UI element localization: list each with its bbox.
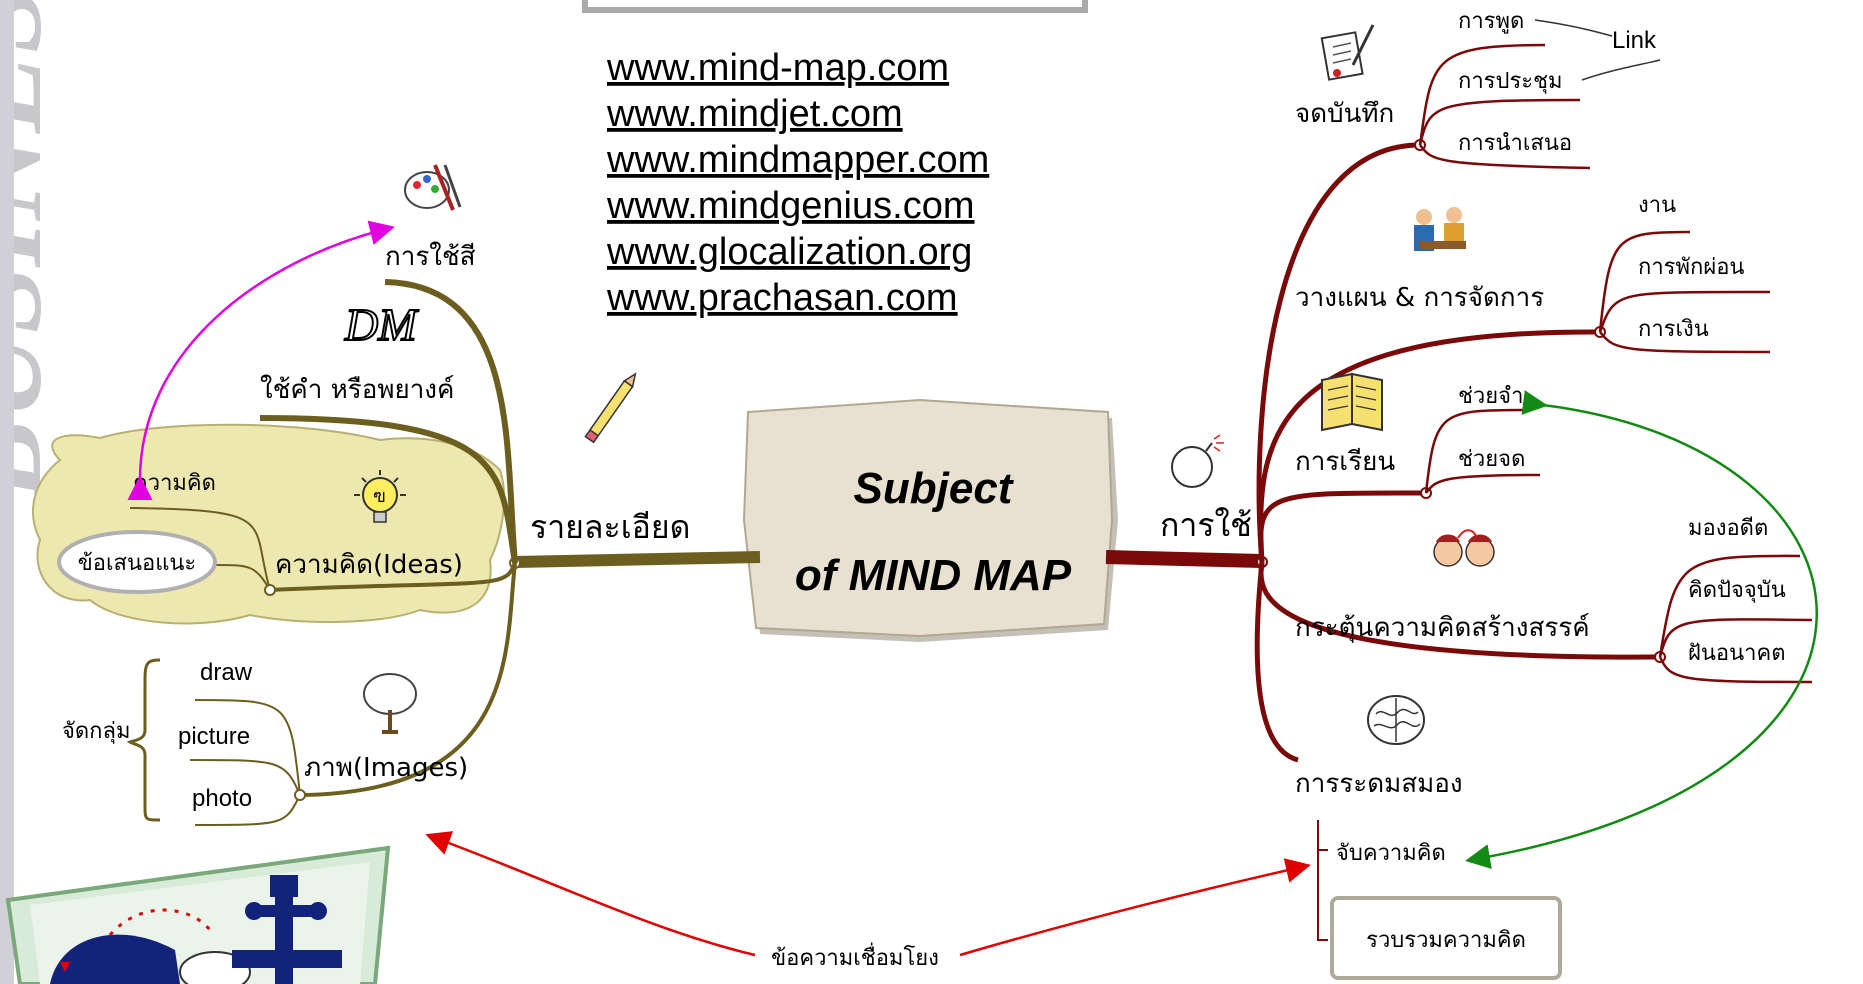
notes-label[interactable]: จดบันทึก bbox=[1295, 99, 1394, 129]
notes-item-label[interactable]: การพูด bbox=[1458, 9, 1524, 34]
palette-icon bbox=[404, 164, 462, 211]
brainstorm-item-label[interactable]: จับความคิด bbox=[1336, 841, 1446, 866]
learn-label[interactable]: การเรียน bbox=[1295, 447, 1395, 477]
plan-item-label[interactable]: การพักผ่อน bbox=[1638, 255, 1744, 280]
link-label[interactable]: Link bbox=[1612, 27, 1657, 54]
learn-item-label[interactable]: ช่วยจด bbox=[1458, 447, 1525, 472]
link-connector bbox=[1581, 59, 1661, 81]
bottom-connector: ข้อความเชื่อมโยง bbox=[425, 831, 1311, 971]
suggestion-label[interactable]: ข้อเสนอแนะ bbox=[78, 551, 197, 576]
plan-item-label[interactable]: งาน bbox=[1638, 193, 1676, 218]
plan-item-label[interactable]: การเงิน bbox=[1638, 317, 1709, 342]
url-link[interactable]: www.prachasan.com bbox=[606, 277, 958, 319]
red-link-arrow bbox=[959, 858, 1311, 957]
green-link-arrow bbox=[1465, 390, 1818, 869]
link-text-label[interactable]: ข้อความเชื่อมโยง bbox=[771, 942, 939, 971]
usage-label[interactable]: การใช้ bbox=[1160, 506, 1252, 544]
top-box bbox=[582, 0, 1088, 13]
brain-icon bbox=[1367, 695, 1425, 745]
left-edge-bar bbox=[0, 0, 14, 984]
creative-label[interactable]: กระตุ้นความคิดสร้างสรรค์ bbox=[1295, 613, 1590, 643]
collect-ideas-box bbox=[1330, 896, 1562, 980]
bomb-icon bbox=[1171, 434, 1224, 488]
idea-sub-label[interactable]: ความคิด bbox=[133, 471, 216, 496]
creative-item-label[interactable]: ฝันอนาคต bbox=[1688, 641, 1786, 666]
center-title-line1: Subject bbox=[854, 464, 1015, 513]
right-branch: การใช้ จดบันทึก การพูด การประชุม การนำเส… bbox=[1105, 9, 1818, 980]
clipart-illustration bbox=[5, 845, 391, 984]
images-label[interactable]: ภาพ(Images) bbox=[304, 753, 468, 783]
picture-label[interactable]: picture bbox=[178, 723, 250, 750]
left-branch: รายละเอียด การใช้สี ใช้คำ หรือพยางค์ ควา… bbox=[5, 164, 761, 984]
creative-item-label[interactable]: มองอดีต bbox=[1688, 516, 1768, 541]
brainstorm-label[interactable]: การระดมสมอง bbox=[1295, 769, 1463, 799]
dm-logo-icon: DM bbox=[343, 298, 420, 351]
url-list: www.mind-map.com www.mindjet.com www.min… bbox=[606, 47, 989, 319]
detail-label[interactable]: รายละเอียด bbox=[530, 508, 690, 546]
plan-label[interactable]: วางแผน & การจัดการ bbox=[1295, 283, 1544, 313]
notepad-icon bbox=[1320, 24, 1375, 81]
url-link[interactable]: www.mindgenius.com bbox=[606, 185, 974, 227]
svg-text:ฃ: ฃ bbox=[373, 486, 386, 507]
tree-icon bbox=[363, 673, 417, 734]
book-icon bbox=[1321, 372, 1383, 432]
faces-icon bbox=[1433, 529, 1495, 567]
photo-label[interactable]: photo bbox=[192, 785, 252, 812]
url-link[interactable]: www.mindjet.com bbox=[606, 93, 903, 135]
red-link-arrow bbox=[425, 831, 756, 957]
words-label[interactable]: ใช้คำ หรือพยางค์ bbox=[260, 375, 454, 405]
color-use-label[interactable]: การใช้สี bbox=[385, 242, 476, 272]
meeting-icon bbox=[1414, 207, 1466, 251]
center-title-line2: of MIND MAP bbox=[795, 551, 1072, 600]
link-connector bbox=[1534, 19, 1613, 37]
suggestion-bubble bbox=[57, 530, 217, 594]
creative-item-label[interactable]: คิดปัจจุบัน bbox=[1688, 578, 1786, 603]
center-node[interactable]: Subject of MIND MAP bbox=[742, 398, 1118, 642]
notes-item-label[interactable]: การนำเสนอ bbox=[1458, 131, 1572, 156]
pencil-icon bbox=[584, 372, 637, 444]
brainstorm-item-label[interactable]: รวบรวมความคิด bbox=[1366, 928, 1526, 953]
svg-text:DM: DM bbox=[344, 299, 419, 350]
url-link[interactable]: www.glocalization.org bbox=[606, 231, 972, 273]
draw-label[interactable]: draw bbox=[200, 659, 253, 686]
notes-item-label[interactable]: การประชุม bbox=[1458, 69, 1563, 94]
group-label[interactable]: จัดกลุ่ม bbox=[62, 719, 130, 744]
url-link[interactable]: www.mindmapper.com bbox=[606, 139, 989, 181]
pink-link-arrow bbox=[127, 220, 395, 501]
ideas-label[interactable]: ความคิด(Ideas) bbox=[275, 550, 463, 580]
learn-item-label[interactable]: ช่วยจำ bbox=[1458, 384, 1523, 409]
url-link[interactable]: www.mind-map.com bbox=[606, 47, 949, 89]
